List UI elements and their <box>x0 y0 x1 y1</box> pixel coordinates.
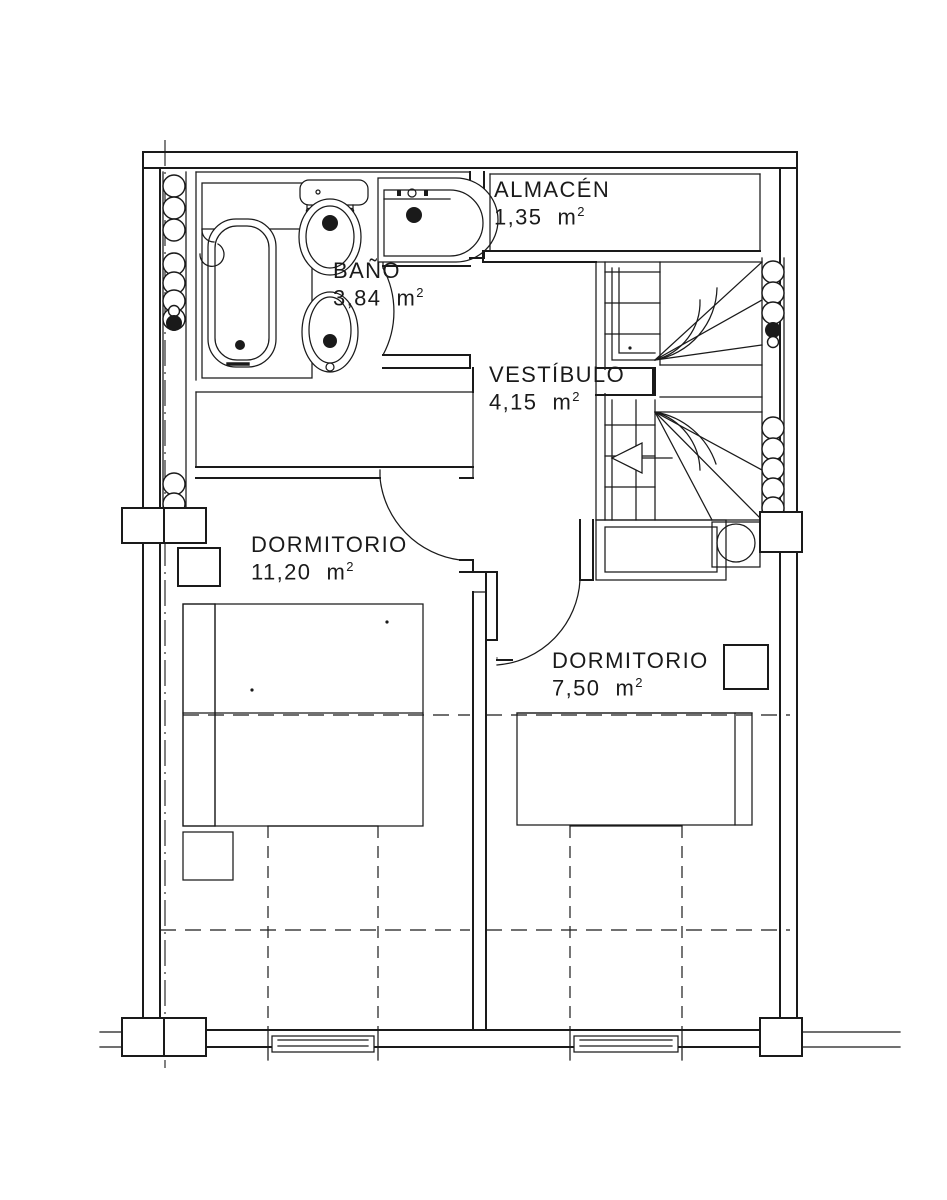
left-wall-risers <box>162 171 187 516</box>
room-label-almacen: ALMACÉN 1,35 m2 <box>494 177 610 231</box>
room-label-dormitorio-2: DORMITORIO 7,50 m2 <box>552 648 709 702</box>
bedroom-1-walls <box>472 591 487 1031</box>
room-area-dormitorio-1: 11,20 m2 <box>251 558 354 585</box>
floor-zone-dashed-1 <box>160 825 470 1030</box>
toilet-icon <box>298 179 369 276</box>
nightstand-icon <box>182 831 234 881</box>
arrow-left-icon <box>610 441 673 475</box>
room-area-almacen: 1,35 m2 <box>494 203 585 230</box>
room-name-bano: BAÑO <box>333 258 401 283</box>
floor-zone-dashed-2 <box>486 825 790 1030</box>
room-label-vestibulo: VESTÍBULO 4,15 m2 <box>489 362 625 416</box>
room-name-almacen: ALMACÉN <box>494 177 611 202</box>
nightstand-icon <box>723 644 769 690</box>
storage-walls <box>469 173 761 263</box>
circular-appliance-icon <box>595 519 761 581</box>
double-bed-icon <box>486 712 790 826</box>
room-name-dormitorio-2: DORMITORIO <box>552 648 709 673</box>
bottom-left-pilaster <box>121 1017 207 1057</box>
bidet-icon <box>301 291 359 373</box>
room-label-dormitorio-1: DORMITORIO 11,20 m2 <box>251 532 408 586</box>
room-label-bano: BAÑO 3,84 m2 <box>333 258 423 312</box>
staircase-icon <box>595 261 763 521</box>
window-icon <box>267 1029 379 1061</box>
room-area-bano: 3,84 m2 <box>333 284 424 311</box>
vestibule-walls <box>195 367 594 666</box>
bathtub-icon <box>199 182 313 379</box>
left-wall-pilaster <box>121 507 221 587</box>
room-area-dormitorio-2: 7,50 m2 <box>552 674 643 701</box>
room-name-vestibulo: VESTÍBULO <box>489 362 626 387</box>
misc-marks <box>250 346 632 692</box>
right-wall-risers <box>761 257 785 520</box>
room-name-dormitorio-1: DORMITORIO <box>251 532 408 557</box>
window-icon <box>569 1029 683 1061</box>
washbasin-icon <box>377 177 499 263</box>
bottom-right-pilaster <box>759 1017 803 1057</box>
room-area-vestibulo: 4,15 m2 <box>489 388 580 415</box>
right-wall-pilaster <box>723 511 803 690</box>
